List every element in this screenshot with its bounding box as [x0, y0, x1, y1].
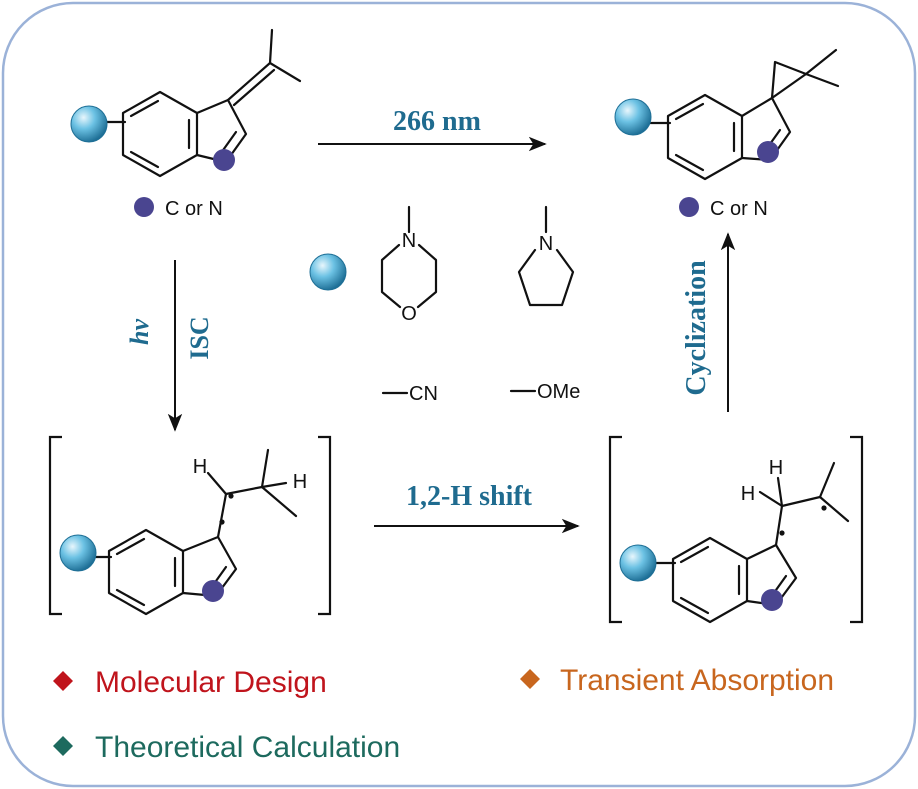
morpholine-group — [380, 205, 438, 309]
h-shift-label: 1,2-H shift — [406, 481, 533, 512]
cn-group-label: CN — [409, 383, 438, 405]
substituent-sphere — [619, 544, 657, 582]
hydrogen-label: H — [193, 456, 207, 478]
legend-theoretical-calculation: Theoretical Calculation — [95, 731, 400, 764]
hydrogen-label: H — [293, 471, 307, 493]
pyrrolidine-group — [517, 205, 575, 307]
morpholine-n-atom: N — [402, 230, 416, 252]
bracket-left-open — [48, 435, 62, 616]
substituent-sphere — [70, 105, 108, 143]
hv-label: hν — [125, 319, 154, 345]
heteroatom-dot-legend — [134, 197, 154, 217]
cyclization-label: Cyclization — [681, 260, 712, 396]
c-or-n-label-right: C or N — [710, 198, 768, 220]
ome-group-label: OMe — [537, 381, 580, 403]
legend: Molecular Design Transient Absorption Th… — [53, 664, 834, 764]
radical-dot — [779, 530, 785, 536]
legend-molecular-design: Molecular Design — [95, 666, 327, 699]
c-or-n-label-left: C or N — [165, 198, 223, 220]
legend-marker-theoretical-calculation — [53, 736, 73, 756]
legend-transient-absorption: Transient Absorption — [560, 664, 834, 697]
heteroatom-dot-legend — [679, 197, 699, 217]
radical-dot — [219, 519, 225, 525]
hydrogen-label: H — [769, 457, 783, 479]
heteroatom-dot — [757, 141, 779, 163]
substituent-sphere — [59, 534, 97, 572]
legend-marker-transient-absorption — [520, 669, 540, 689]
biradical-intermediate-2 — [651, 461, 850, 624]
heteroatom-dot — [761, 589, 783, 611]
isc-label: ISC — [185, 316, 214, 359]
radical-dot — [821, 505, 827, 511]
substituent-sphere — [614, 98, 652, 136]
spiro-product — [648, 48, 840, 181]
heteroatom-dot — [202, 580, 224, 602]
bracket-right-close — [850, 435, 864, 624]
pyrrolidine-n-atom: N — [539, 233, 553, 255]
bracket-right-open — [608, 435, 622, 624]
starting-indene — [103, 28, 302, 178]
substituent-sphere-key — [309, 253, 347, 291]
morpholine-o-atom: O — [401, 303, 417, 325]
heteroatom-dot — [213, 149, 235, 171]
radical-dot — [228, 493, 234, 499]
wavelength-label: 266 nm — [393, 106, 481, 137]
legend-marker-molecular-design — [53, 671, 73, 691]
bracket-left-close — [318, 435, 332, 616]
hydrogen-label: H — [741, 483, 755, 505]
